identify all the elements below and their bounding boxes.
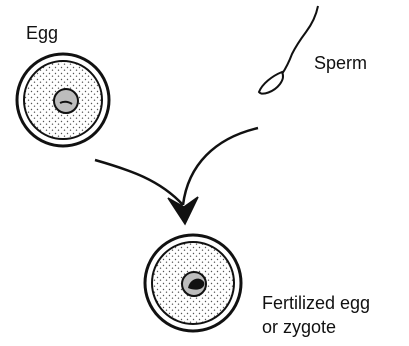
- fertilized-egg-label: Fertilized egg: [262, 292, 370, 314]
- egg-cell: [17, 54, 109, 146]
- sperm-head: [259, 72, 283, 94]
- sperm-tail: [282, 6, 318, 74]
- sperm-label: Sperm: [314, 52, 367, 74]
- sperm-cell: [259, 6, 318, 94]
- arrow-branch: [183, 128, 258, 205]
- zygote-label: or zygote: [262, 316, 336, 338]
- zygote-cell: [145, 235, 241, 331]
- egg-label: Egg: [26, 22, 58, 44]
- fertilization-arrow: [95, 128, 258, 224]
